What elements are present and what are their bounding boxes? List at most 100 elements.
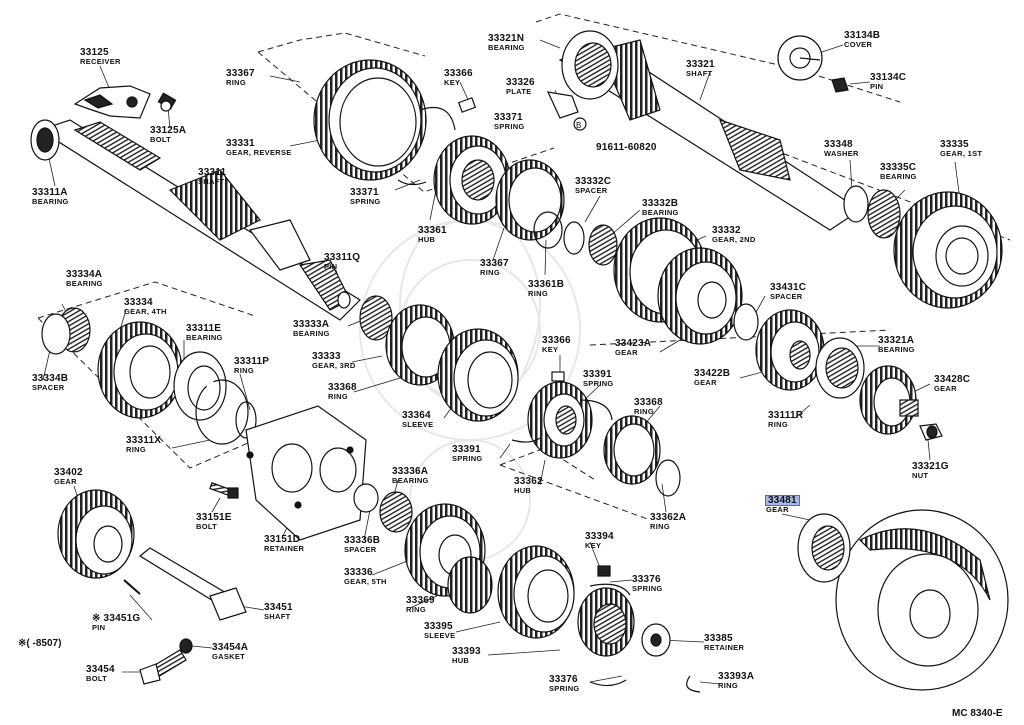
part-number: 33311E	[186, 323, 222, 334]
part-desc: GEAR	[54, 477, 77, 486]
part-desc: SPRING	[549, 684, 580, 693]
gasket-33454a	[179, 638, 193, 654]
part-desc: SPRING	[632, 584, 663, 593]
first-gear	[893, 191, 1003, 309]
sleeve-33395	[497, 545, 575, 639]
bearing-33336a	[379, 491, 413, 533]
part-desc: KEY	[444, 78, 461, 87]
part-number: ※ 33451G	[92, 613, 141, 624]
part-desc: SPRING	[583, 379, 614, 388]
part-desc: KEY	[585, 541, 602, 550]
part-desc: PIN	[870, 82, 884, 91]
part-number: 33336A	[392, 466, 429, 477]
spacer-33332c	[563, 221, 585, 255]
bearing-33321n	[561, 30, 619, 100]
ring-33368b	[603, 415, 661, 485]
gear-33423a	[755, 309, 825, 391]
part-desc: RING	[634, 407, 654, 416]
part-desc: BEARING	[880, 172, 917, 181]
ring-33311x	[195, 379, 249, 445]
part-desc: SHAFT	[198, 177, 225, 186]
part-label[interactable]: 91611-60820	[596, 143, 657, 153]
part-desc: NUT	[912, 471, 929, 480]
part-desc: GEAR	[766, 505, 789, 514]
part-number: 33376	[632, 574, 661, 585]
part-number: 33326	[506, 77, 535, 88]
receiver-part	[73, 85, 151, 119]
part-number: 33422B	[694, 368, 731, 379]
part-number: 33391	[452, 444, 481, 455]
assembly-boundaries	[37, 13, 1011, 521]
plate-33326: B	[546, 91, 587, 131]
output-gear-33481	[797, 509, 1009, 691]
